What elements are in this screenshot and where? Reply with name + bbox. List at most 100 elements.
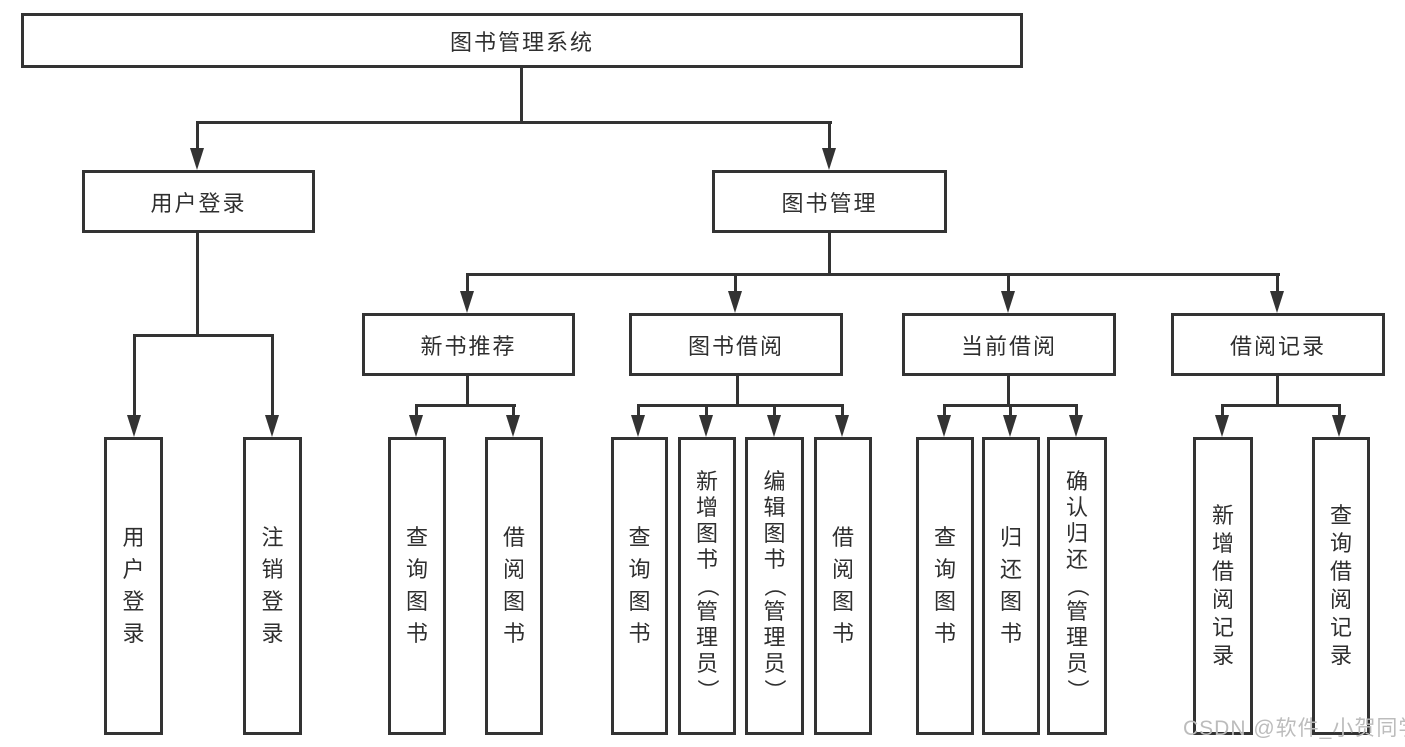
vertical-char: 图 <box>405 589 428 614</box>
arrowhead-borrow-records <box>1270 291 1284 313</box>
vertical-char: （ <box>694 574 720 598</box>
arrowhead-leaf-logout <box>265 415 279 437</box>
leaf-nb-query-books: 查询图书 <box>388 437 446 735</box>
vertical-char: 还 <box>1065 547 1088 572</box>
connector-borrow-records-branch <box>1221 404 1341 407</box>
arrowhead-br-add <box>1215 415 1229 437</box>
vertical-char: 询 <box>405 557 428 582</box>
vertical-char: 登 <box>261 589 284 614</box>
vertical-char: 员 <box>695 651 718 676</box>
connector-drop-new-book <box>466 273 469 291</box>
vertical-char: 理 <box>763 625 786 650</box>
arrowhead-book-management <box>822 148 836 170</box>
node-root: 图书管理系统 <box>21 13 1023 68</box>
vertical-char: 归 <box>999 525 1022 550</box>
vertical-char: 阅 <box>831 557 854 582</box>
vertical-char: 记 <box>1211 615 1234 640</box>
vertical-char: 员 <box>1065 651 1088 676</box>
connector-drop-cb-query <box>943 404 946 416</box>
node-current-borrow-label: 当前借阅 <box>960 333 1057 359</box>
vertical-char: 管 <box>763 599 786 624</box>
vertical-char: 录 <box>1211 643 1234 668</box>
connector-drop-nb-query <box>415 404 418 416</box>
vertical-char: 录 <box>261 621 284 646</box>
connector-drop-borrow-records <box>1276 273 1279 291</box>
vertical-char: 辑 <box>763 495 786 520</box>
vertical-char: 确 <box>1065 469 1088 494</box>
vertical-char: 书 <box>695 547 718 572</box>
connector-drop-br-query <box>1338 404 1341 416</box>
leaf-cb-query-books: 查询图书 <box>916 437 974 735</box>
connector-drop-bb-add <box>705 404 708 416</box>
node-book-management-label: 图书管理 <box>781 190 878 216</box>
connector-user-login-branch <box>133 334 274 337</box>
vertical-char: 书 <box>763 547 786 572</box>
vertical-char: 图 <box>628 589 651 614</box>
arrowhead-bb-borrow <box>835 415 849 437</box>
node-borrow-records-label: 借阅记录 <box>1229 333 1326 359</box>
connector-drop-current-borrow <box>1007 273 1010 291</box>
vertical-char: 查 <box>1329 503 1352 528</box>
node-book-borrow: 图书借阅 <box>629 313 843 376</box>
arrowhead-user-login <box>190 148 204 170</box>
vertical-char: 销 <box>261 557 284 582</box>
leaf-user-login: 用户登录 <box>104 437 163 735</box>
arrowhead-current-borrow <box>1001 291 1015 313</box>
arrowhead-br-query <box>1332 415 1346 437</box>
connector-user-login-stem <box>196 233 199 337</box>
vertical-char: 录 <box>122 621 145 646</box>
vertical-char: 借 <box>1211 559 1234 584</box>
connector-drop-book-management <box>828 121 831 149</box>
leaf-br-add-record: 新增借阅记录 <box>1193 437 1253 735</box>
arrowhead-bb-query <box>631 415 645 437</box>
connector-root-stem <box>520 68 523 124</box>
node-user-login: 用户登录 <box>82 170 315 233</box>
connector-new-book-branch <box>415 404 516 407</box>
vertical-char: 阅 <box>1211 587 1234 612</box>
vertical-char: 书 <box>933 621 956 646</box>
vertical-char: 员 <box>763 651 786 676</box>
leaf-cb-confirm-return-admin: 确认归还（管理员） <box>1047 437 1107 735</box>
vertical-char: 新 <box>1211 503 1234 528</box>
vertical-char: 增 <box>695 495 718 520</box>
vertical-char: 增 <box>1211 531 1234 556</box>
arrowhead-bb-edit <box>767 415 781 437</box>
connector-borrow-records-stem <box>1276 376 1279 407</box>
node-current-borrow: 当前借阅 <box>902 313 1116 376</box>
vertical-char: 书 <box>405 621 428 646</box>
vertical-char: 阅 <box>1329 587 1352 612</box>
arrowhead-leaf-login <box>127 415 141 437</box>
arrowhead-cb-query <box>937 415 951 437</box>
connector-level2-branch <box>196 121 832 124</box>
vertical-char: 编 <box>763 469 786 494</box>
node-new-book-recommend: 新书推荐 <box>362 313 575 376</box>
node-book-borrow-label: 图书借阅 <box>687 333 784 359</box>
vertical-char: 登 <box>122 589 145 614</box>
vertical-char: 用 <box>122 525 145 550</box>
connector-drop-bb-borrow <box>841 404 844 416</box>
vertical-char: （ <box>1064 574 1090 598</box>
leaf-bb-edit-books-admin: 编辑图书（管理员） <box>745 437 804 735</box>
connector-book-borrow-stem <box>736 376 739 407</box>
connector-book-management-stem <box>828 233 831 276</box>
node-book-management: 图书管理 <box>712 170 947 233</box>
vertical-char: ） <box>1064 678 1090 702</box>
leaf-bb-query-books: 查询图书 <box>611 437 668 735</box>
vertical-char: 录 <box>1329 643 1352 668</box>
vertical-char: 阅 <box>502 557 525 582</box>
vertical-char: 还 <box>999 557 1022 582</box>
node-user-login-label: 用户登录 <box>150 190 247 216</box>
vertical-char: 借 <box>1329 559 1352 584</box>
vertical-char: 询 <box>628 557 651 582</box>
vertical-char: 图 <box>763 521 786 546</box>
arrowhead-bb-add <box>699 415 713 437</box>
leaf-bb-add-books-admin: 新增图书（管理员） <box>678 437 736 735</box>
connector-level3-branch <box>466 273 1280 276</box>
vertical-char: 书 <box>831 621 854 646</box>
connector-drop-cb-confirm <box>1075 404 1078 416</box>
vertical-char: 查 <box>405 525 428 550</box>
leaf-nb-borrow-books: 借阅图书 <box>485 437 543 735</box>
connector-drop-user-login <box>196 121 199 149</box>
connector-book-borrow-branch <box>637 404 844 407</box>
arrowhead-nb-query <box>409 415 423 437</box>
